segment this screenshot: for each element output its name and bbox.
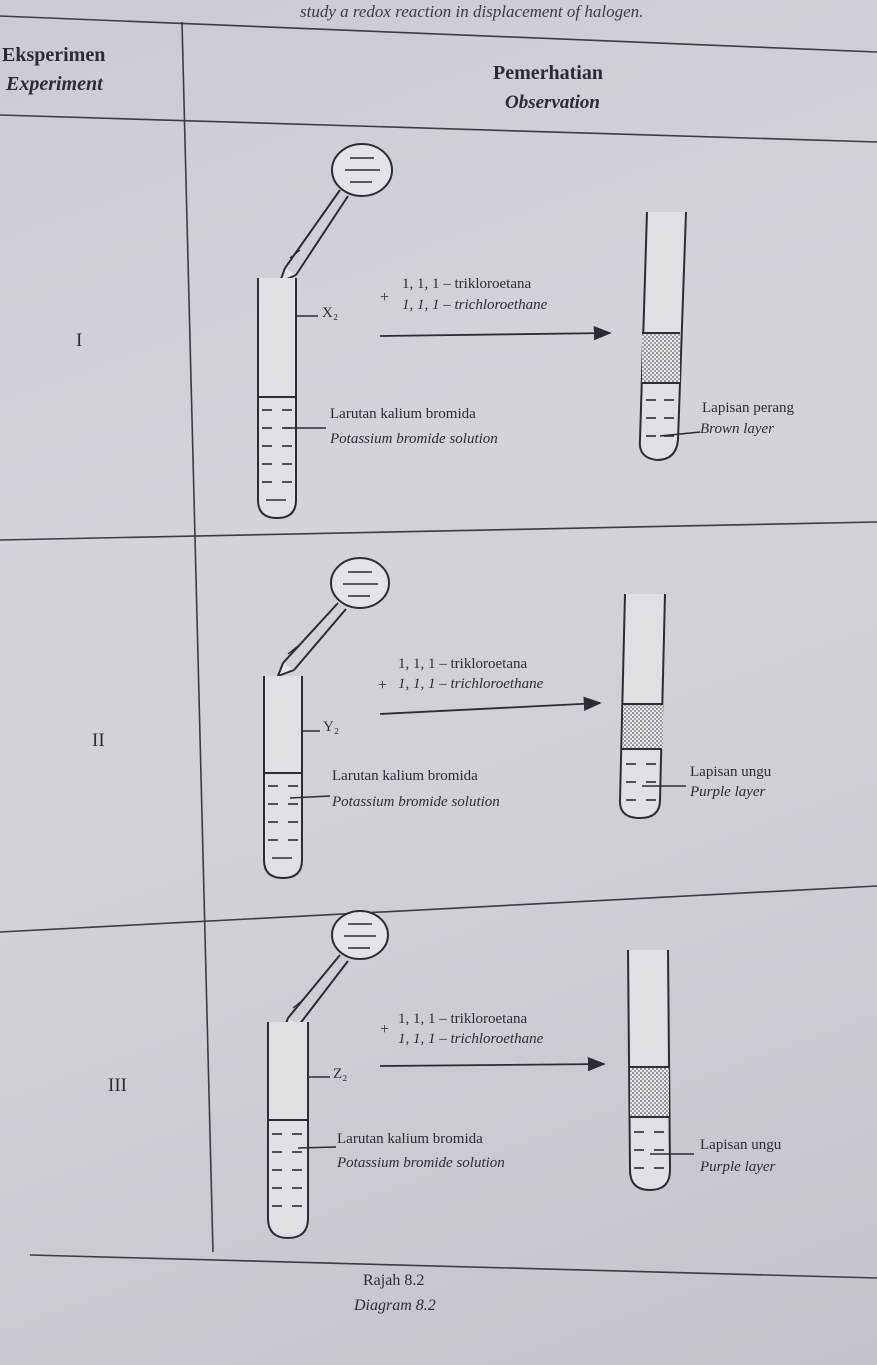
header-experiment-malay: Eksperimen bbox=[2, 44, 106, 66]
row1-solvent-malay: 1, 1, 1 – trikloroetana bbox=[402, 276, 532, 292]
row2-plus-sign: + bbox=[378, 677, 387, 694]
top-caption: study a redox reaction in displacement o… bbox=[300, 2, 644, 21]
row3-observation-malay: Lapisan ungu bbox=[700, 1137, 782, 1153]
row2-solvent-english: 1, 1, 1 – trichloroethane bbox=[398, 676, 544, 692]
table-grid bbox=[0, 15, 877, 1279]
row1-number: I bbox=[76, 330, 83, 351]
row3-observation-english: Purple layer bbox=[700, 1159, 776, 1175]
row3-solvent-malay: 1, 1, 1 – trikloroetana bbox=[398, 1011, 528, 1027]
row1-apparatus bbox=[257, 143, 701, 520]
row1-plus-sign: + bbox=[380, 289, 389, 306]
row1-observation-english: Brown layer bbox=[700, 421, 775, 437]
row2-observation-malay: Lapisan ungu bbox=[690, 764, 772, 780]
row3-apparatus bbox=[267, 910, 694, 1240]
row3-dropper bbox=[281, 910, 389, 1034]
row2-observation-english: Purple layer bbox=[690, 784, 766, 800]
row1-solution-english: Potassium bromide solution bbox=[330, 431, 498, 447]
row2-apparatus bbox=[263, 557, 686, 880]
row1-observation-malay: Lapisan perang bbox=[702, 400, 795, 416]
row3-plus-sign: + bbox=[380, 1021, 389, 1038]
header-experiment-english: Experiment bbox=[6, 73, 103, 95]
row2-solvent-malay: 1, 1, 1 – trikloroetana bbox=[398, 656, 528, 672]
row2-dropper bbox=[276, 557, 390, 678]
row3-solvent-english: 1, 1, 1 – trichloroethane bbox=[398, 1031, 544, 1047]
row1-dropper bbox=[278, 143, 393, 284]
row3-number: III bbox=[108, 1075, 127, 1096]
row2-number: II bbox=[92, 730, 105, 751]
row2-halogen-label: Y₂ bbox=[323, 719, 340, 735]
row1-solvent-english: 1, 1, 1 – trichloroethane bbox=[402, 297, 548, 313]
row3-halogen-label: Z₂ bbox=[333, 1066, 348, 1082]
row1-solution-malay: Larutan kalium bromida bbox=[330, 406, 476, 422]
figure-caption-malay: Rajah 8.2 bbox=[363, 1272, 425, 1289]
figure-caption-english: Diagram 8.2 bbox=[354, 1297, 436, 1314]
row3-solution-english: Potassium bromide solution bbox=[337, 1155, 505, 1171]
row3-solution-malay: Larutan kalium bromida bbox=[337, 1131, 483, 1147]
header-observation-english: Observation bbox=[505, 92, 600, 113]
row2-solution-malay: Larutan kalium bromida bbox=[332, 768, 478, 784]
header-observation-malay: Pemerhatian bbox=[493, 62, 603, 84]
row1-halogen-label: X₂ bbox=[322, 305, 339, 321]
row2-solution-english: Potassium bromide solution bbox=[332, 794, 500, 810]
